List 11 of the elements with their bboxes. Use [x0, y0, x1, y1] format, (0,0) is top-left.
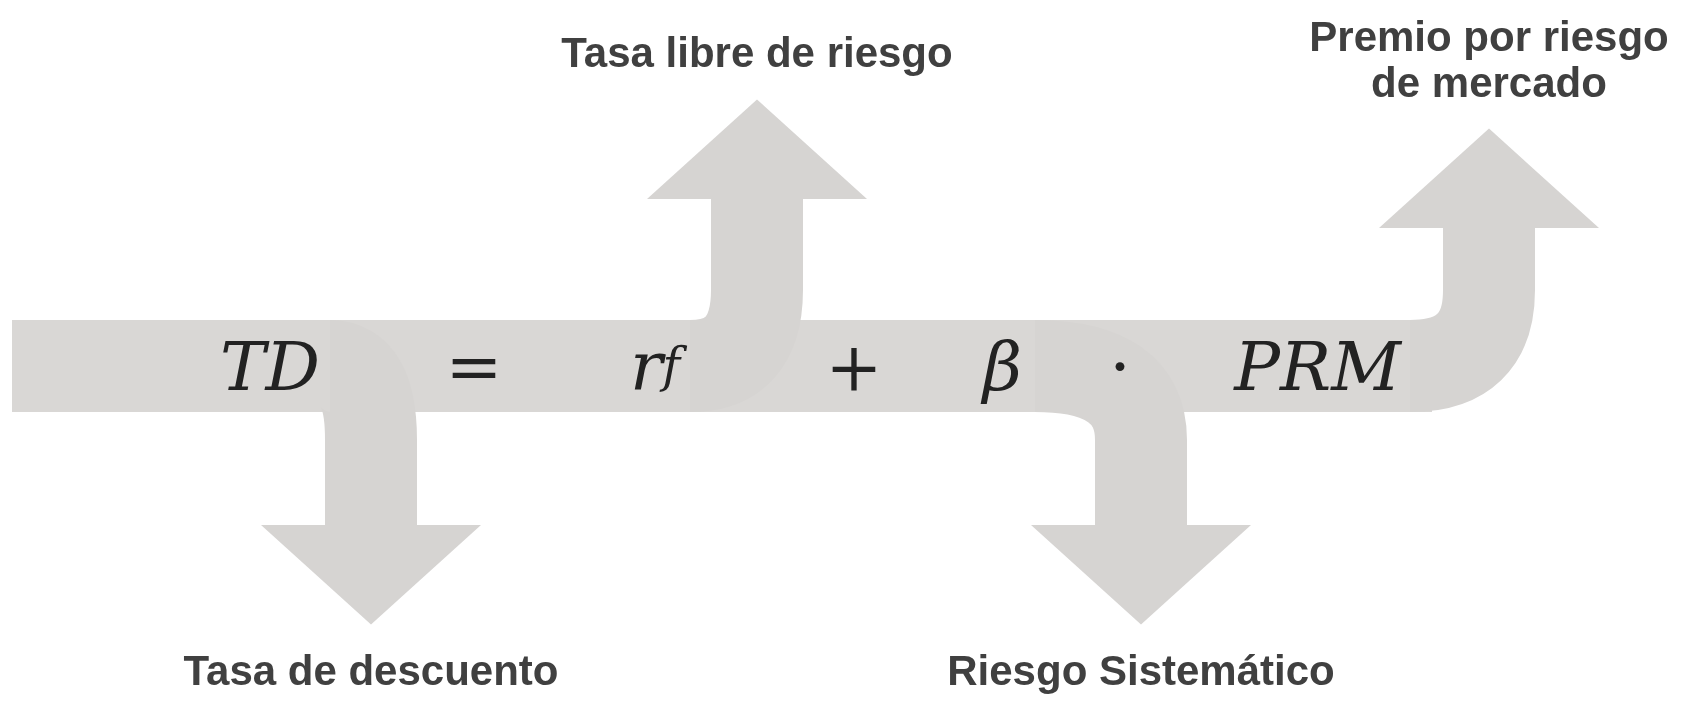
- formula-term: β: [970, 320, 1035, 412]
- formula-term: PRM: [1225, 320, 1410, 412]
- arrow: [1379, 128, 1599, 412]
- formula-term: TD: [210, 320, 330, 412]
- operator-sign: ·: [1108, 325, 1132, 408]
- caption-text: Riesgo Sistemático: [921, 638, 1361, 704]
- operator-sign: +: [824, 325, 884, 408]
- operator-sign: =: [444, 325, 504, 408]
- caption-text: Tasa libre de riesgo: [542, 20, 972, 86]
- caption-text: Premio por riesgo de mercado: [1304, 5, 1674, 115]
- caption-text: Tasa de descuento: [171, 638, 571, 704]
